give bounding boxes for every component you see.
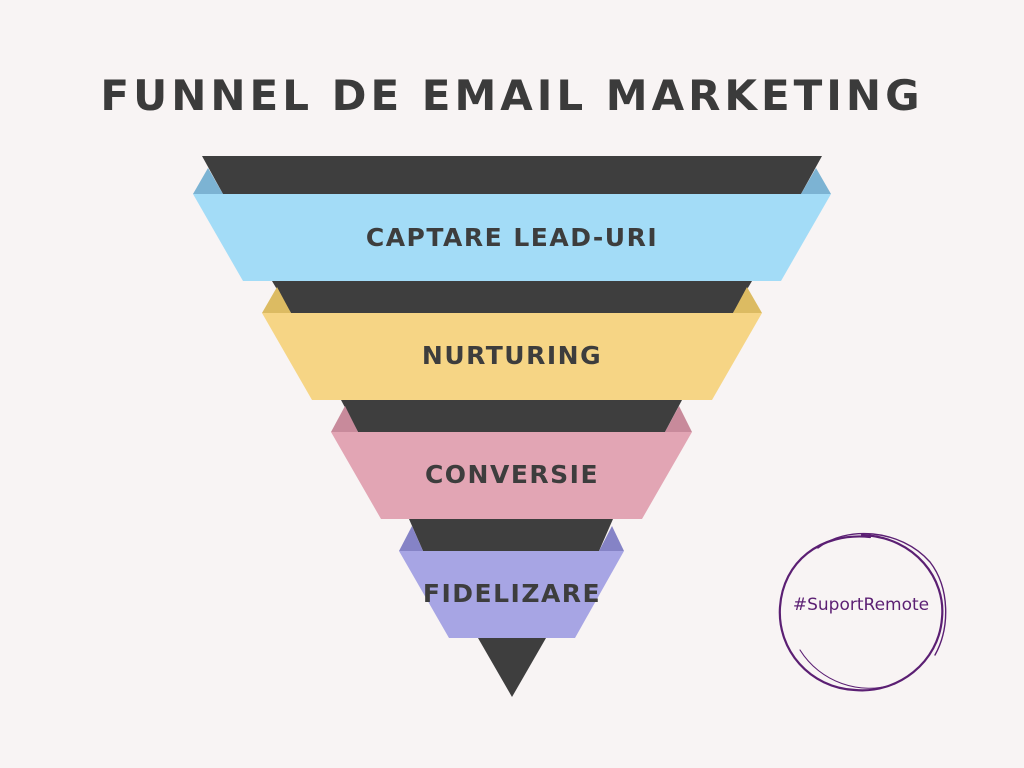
stage-3-label: CONVERSIE	[425, 460, 599, 489]
funnel-stage-3: CONVERSIE	[331, 406, 692, 519]
stage-3-band	[331, 432, 692, 519]
badge-circle-stroke-3	[799, 649, 896, 689]
stage-4-band	[399, 551, 624, 638]
stage-4-fold-right	[599, 526, 624, 551]
badge-text: #SuportRemote	[793, 595, 929, 615]
funnel-stage-4: FIDELIZARE	[399, 526, 624, 638]
stage-2-fold-left	[262, 287, 291, 313]
funnel-dark-band-3	[341, 400, 682, 432]
badge-circle-stroke-2	[817, 532, 947, 656]
funnel-dark-band-1	[202, 156, 822, 194]
suportremote-badge: #SuportRemote	[778, 532, 947, 692]
stage-1-fold-right	[801, 168, 831, 194]
page-title: FUNNEL DE EMAIL MARKETING	[100, 71, 924, 120]
stage-2-label: NURTURING	[422, 341, 602, 370]
stage-1-band	[193, 194, 831, 281]
funnel-tip	[478, 638, 546, 697]
stage-3-fold-left	[331, 406, 358, 432]
badge-circle-stroke-1	[778, 533, 944, 692]
stage-1-label: CAPTARE LEAD-URI	[366, 223, 658, 252]
funnel-stage-2: NURTURING	[262, 287, 762, 400]
stage-1-fold-left	[193, 168, 223, 194]
stage-4-fold-left	[399, 526, 423, 551]
stage-4-label: FIDELIZARE	[423, 579, 601, 608]
stage-2-fold-right	[733, 287, 762, 313]
funnel-dark-band-4	[409, 519, 613, 551]
stage-2-band	[262, 313, 762, 400]
funnel-stage-1: CAPTARE LEAD-URI	[193, 168, 831, 281]
funnel-dark-band-2	[272, 281, 752, 313]
stage-3-fold-right	[665, 406, 692, 432]
